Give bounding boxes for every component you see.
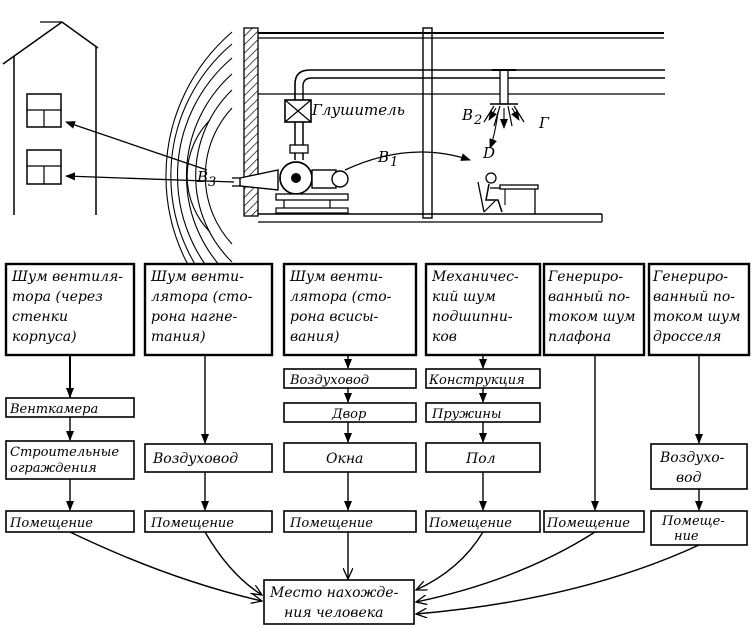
source-4-line-1: Механичес- bbox=[431, 269, 519, 285]
step-box-6-2 bbox=[650, 510, 748, 546]
step-3-3: Окна bbox=[326, 451, 363, 467]
source-2-line-3: рона нагне- bbox=[151, 309, 238, 325]
source-box-1 bbox=[4, 262, 136, 357]
step-1-1: Венткамера bbox=[9, 402, 98, 417]
source-5-line-4: плафона bbox=[548, 329, 611, 345]
label-b3: B bbox=[196, 168, 208, 186]
source-box-5 bbox=[542, 262, 646, 357]
source-3-line-3: рона всисы- bbox=[290, 309, 379, 325]
step-box-1-2 bbox=[5, 440, 135, 480]
source-box-3 bbox=[282, 262, 418, 357]
source-box-2 bbox=[143, 262, 274, 357]
source-4-line-2: кий шум bbox=[432, 289, 496, 305]
partition-wall bbox=[422, 27, 433, 219]
source-4-line-3: подшипни- bbox=[432, 309, 513, 325]
column-2: Шум венти- лятора (сто- рона нагне- тани… bbox=[143, 262, 274, 533]
step-6-1-line-1: Воздухо- bbox=[659, 450, 725, 466]
column-4: Механичес- кий шум подшипни- ков Констру… bbox=[424, 262, 542, 533]
source-4-line-4: ков bbox=[432, 329, 457, 345]
target-line-1: Место нахожде- bbox=[269, 585, 399, 601]
duct bbox=[258, 69, 665, 118]
hatched-wall bbox=[243, 27, 259, 217]
source-6-line-2: ванный по- bbox=[653, 289, 735, 305]
source-box-6 bbox=[647, 262, 751, 357]
step-box-3-2 bbox=[283, 402, 417, 423]
column-1: Шум вентиля- тора (через стенки корпуса)… bbox=[4, 262, 136, 533]
label-g: Г bbox=[538, 114, 550, 132]
source-3-line-4: вания) bbox=[290, 329, 339, 345]
step-box-2-2 bbox=[144, 510, 273, 533]
silencer-label: Глушитель bbox=[311, 101, 405, 119]
source-box-4 bbox=[424, 262, 542, 357]
flowchart: Шум вентиля- тора (через стенки корпуса)… bbox=[4, 262, 751, 625]
step-3-2: Двор bbox=[331, 407, 367, 422]
house bbox=[2, 21, 99, 215]
source-6-line-3: током шум bbox=[653, 309, 741, 325]
source-5-line-1: Генериро- bbox=[547, 269, 623, 285]
source-1-line-2: тора (через bbox=[12, 289, 103, 305]
step-box-3-3 bbox=[283, 442, 417, 473]
step-4-3: Пол bbox=[465, 451, 496, 467]
target-box bbox=[263, 579, 415, 625]
label-b2-sub: 2 bbox=[473, 113, 482, 128]
step-2-1: Воздуховод bbox=[152, 451, 238, 467]
target-line-2: ния человека bbox=[284, 605, 383, 621]
step-4-1: Конструкция bbox=[428, 373, 525, 388]
column-3: Шум венти- лятора (сто- рона всисы- вани… bbox=[282, 262, 418, 533]
step-6-1-line-2: вод bbox=[676, 470, 702, 486]
source-5-line-2: ванный по- bbox=[548, 289, 630, 305]
source-1-line-4: корпуса) bbox=[12, 329, 77, 345]
step-4-4: Помещение bbox=[428, 516, 512, 531]
step-6-2-line-2: ние bbox=[674, 529, 699, 544]
step-box-3-1 bbox=[283, 368, 417, 389]
step-1-2-line-1: Строительные bbox=[10, 445, 119, 460]
label-b3-sub: 3 bbox=[208, 175, 216, 190]
converging-arrows bbox=[69, 531, 700, 614]
label-d: D bbox=[482, 144, 495, 162]
label-b1: B bbox=[377, 148, 389, 166]
illustration: Глушитель bbox=[2, 21, 665, 321]
source-6-line-4: дросселя bbox=[653, 329, 721, 345]
person-at-desk bbox=[477, 172, 539, 214]
label-b2: B bbox=[461, 106, 473, 124]
source-3-line-2: лятора (сто- bbox=[290, 289, 392, 305]
fan-unit bbox=[232, 161, 349, 214]
step-5-1: Помещение bbox=[546, 516, 630, 531]
step-6-2-line-1: Помеще- bbox=[661, 514, 725, 529]
source-2-line-4: тания) bbox=[151, 329, 206, 345]
step-4-2: Пружины bbox=[431, 407, 502, 422]
step-box-3-4 bbox=[283, 510, 417, 533]
step-1-3: Помещение bbox=[9, 516, 93, 531]
target: Место нахожде- ния человека bbox=[263, 579, 415, 625]
step-box-2-1 bbox=[144, 443, 273, 473]
step-3-1: Воздуховод bbox=[289, 373, 369, 388]
column-6: Генериро- ванный по- током шум дросселя … bbox=[647, 262, 751, 546]
step-2-2: Помещение bbox=[150, 516, 234, 531]
source-2-line-1: Шум венти- bbox=[150, 269, 244, 285]
column-5: Генериро- ванный по- током шум плафона П… bbox=[542, 262, 646, 533]
step-3-4: Помещение bbox=[289, 516, 373, 531]
source-1-line-1: Шум вентиля- bbox=[11, 269, 123, 285]
step-1-2-line-2: ограждения bbox=[10, 461, 97, 476]
source-1-line-3: стенки bbox=[12, 309, 68, 325]
label-b1-sub: 1 bbox=[390, 155, 398, 170]
source-2-line-2: лятора (сто- bbox=[151, 289, 253, 305]
source-5-line-3: током шум bbox=[548, 309, 636, 325]
source-3-line-1: Шум венти- bbox=[289, 269, 383, 285]
source-6-line-1: Генериро- bbox=[652, 269, 728, 285]
silencer bbox=[284, 99, 312, 123]
